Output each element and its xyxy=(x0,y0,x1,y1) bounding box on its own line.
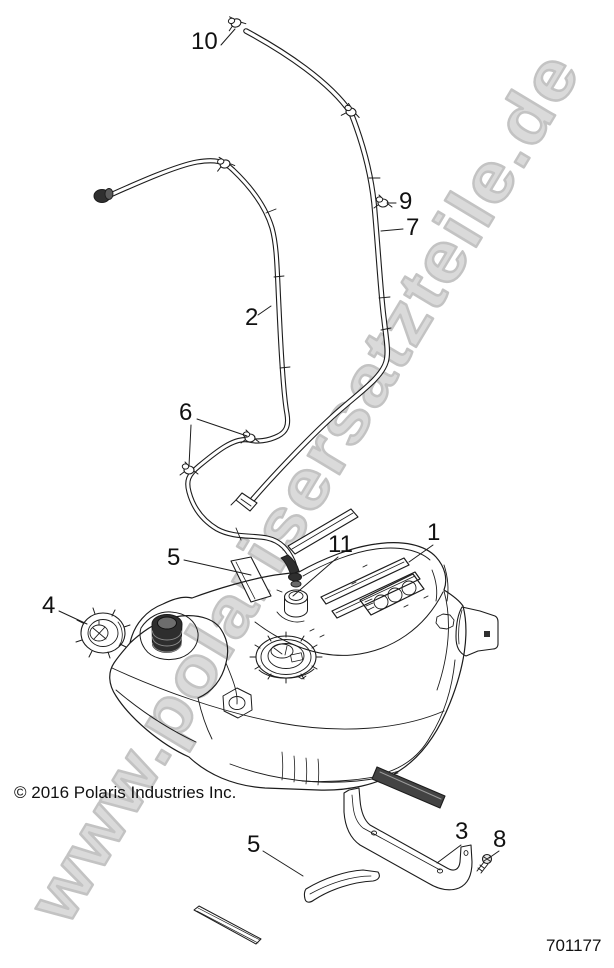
clip-9 xyxy=(373,194,393,209)
screw xyxy=(476,853,493,874)
vent-valve xyxy=(276,589,309,623)
callout-3: 3 xyxy=(455,818,469,845)
callout-11: 11 xyxy=(328,531,353,558)
callout-5-upper: 5 xyxy=(167,544,181,571)
leader-lines xyxy=(58,28,500,877)
copyright-text: © 2016 Polaris Industries Inc. xyxy=(14,783,237,802)
callout-7: 7 xyxy=(406,214,420,241)
heat-shield-strip-dark xyxy=(371,766,446,809)
fuel-tank xyxy=(109,542,499,791)
callout-6: 6 xyxy=(179,399,193,426)
callout-5-lower: 5 xyxy=(247,831,261,858)
clip-10 xyxy=(224,11,247,32)
mounting-strap xyxy=(343,787,473,891)
hose-2 xyxy=(93,158,302,588)
callout-9: 9 xyxy=(399,188,413,215)
part-number: 701177 xyxy=(546,936,602,955)
heat-shield-strip-curved xyxy=(303,869,380,903)
callout-4: 4 xyxy=(42,592,56,619)
fuel-pump-ring xyxy=(249,631,323,684)
callout-1: 1 xyxy=(427,519,441,546)
callout-8: 8 xyxy=(493,826,507,853)
filler-neck xyxy=(151,614,183,653)
heat-shield-strip-thin xyxy=(193,905,262,945)
fuel-cap xyxy=(75,607,131,659)
callout-10: 10 xyxy=(191,28,218,55)
heat-shield-strip-upper-right xyxy=(287,508,359,555)
callout-2: 2 xyxy=(245,304,259,331)
